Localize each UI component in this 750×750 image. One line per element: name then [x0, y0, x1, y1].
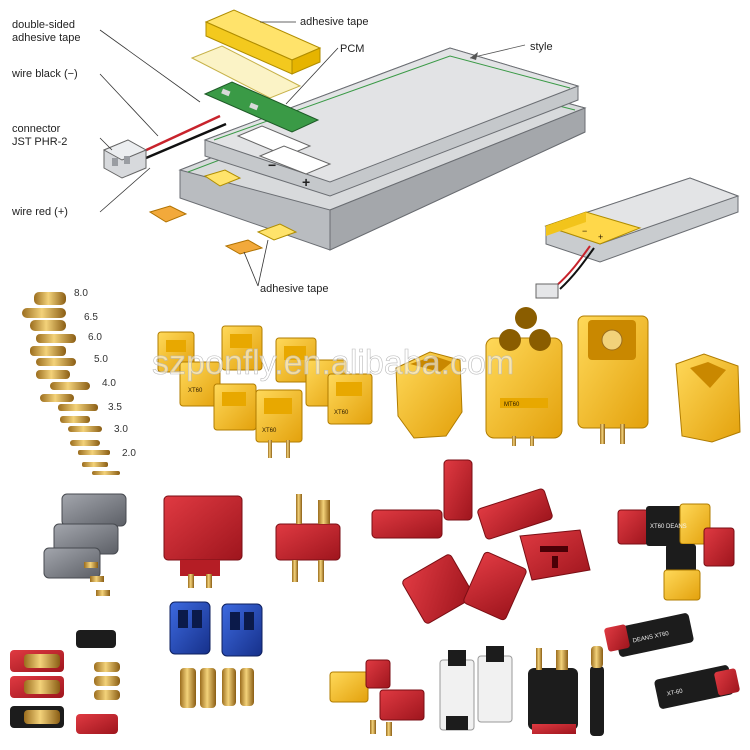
- xt60-connector-3: XT60: [179, 361, 221, 407]
- tab-negative: [236, 125, 312, 157]
- black-deans-adapter: [528, 648, 578, 734]
- xt60-connector-6: XT60: [255, 389, 303, 458]
- wire-black: [145, 122, 227, 160]
- bullet-size-2-0: 2.0: [122, 448, 136, 459]
- bullet-size-5-0: 5.0: [94, 354, 108, 365]
- tape-piece-4: [224, 239, 264, 255]
- pcm-board: [203, 81, 320, 133]
- wire-red: [141, 114, 221, 154]
- xt60-connector-group: XT60 XT60 XT60: [157, 325, 373, 458]
- tape-piece-2: [256, 223, 298, 241]
- tape-piece-3: [148, 205, 188, 223]
- black-deans-xt-adapters: DEANS XT60 XT-60: [604, 613, 740, 709]
- bullet-size-6-0: 6.0: [88, 332, 102, 343]
- label-connector-2: JST PHR-2: [12, 136, 67, 148]
- xt60-mark-2: XT60: [262, 428, 277, 434]
- label-double-sided-2: adhesive tape: [12, 32, 81, 44]
- red-plug-4: [402, 554, 474, 624]
- adapter-deans-xt60-1: XT60 DEANS: [617, 503, 711, 546]
- red-plug-1: [371, 509, 443, 539]
- adapter-group-bottom: DEANS XT60 XT-60: [329, 613, 740, 736]
- bullet-pair-2-0: [82, 462, 120, 475]
- black-sleeve: [76, 630, 116, 648]
- mt60-housing-right: [675, 353, 741, 443]
- xt60-mark-3: XT60: [334, 410, 349, 416]
- red-t-plug-female: [163, 495, 243, 588]
- ec5-pin-3: [222, 668, 236, 706]
- gray-connector-group: [43, 493, 127, 596]
- red-sleeve: [76, 714, 118, 734]
- bullet-size-4-0: 4.0: [102, 378, 116, 389]
- battery-exploded-diagram: − + double-sided adhesive tape wire blac…: [11, 9, 587, 295]
- ec5-pin-2: [200, 668, 216, 708]
- xt60-mark-1: XT60: [188, 388, 203, 394]
- xt90-connector: [577, 315, 649, 444]
- bullet-connector-set: 8.0 6.5 6.0 5.0 4.0 3.5 3.0 2.0: [22, 288, 136, 475]
- red-plug-3: [477, 488, 553, 540]
- plus-mark: +: [302, 174, 310, 190]
- bullet-pair-6-0: [30, 346, 76, 366]
- tape-piece-1: [203, 169, 242, 187]
- label-double-sided-1: double-sided: [12, 19, 75, 31]
- jst-connector: [102, 139, 148, 179]
- ec5-pin-4: [240, 668, 254, 706]
- mt60-housing-left: [395, 351, 463, 439]
- adhesive-tape-top: [204, 9, 322, 75]
- gray-connector-1: [61, 493, 127, 527]
- label-pcm: PCM: [340, 43, 364, 55]
- white-adapter-pair: [439, 646, 513, 731]
- mt60-three-pin-connector: MT60: [485, 307, 563, 446]
- bullet-pair-6-5: [30, 320, 76, 343]
- bullet-size-3-0: 3.0: [114, 424, 128, 435]
- watermark: szponfly.en.alibaba.com: [152, 344, 514, 382]
- bullet-pair-3-5: [60, 416, 102, 432]
- red-connector-group: [163, 459, 591, 624]
- label-wire-black: wire black (−): [11, 68, 78, 80]
- adapter-deans-xt60-2: [663, 527, 735, 601]
- red-plug-2: [443, 459, 473, 521]
- bullet-pair-5-0: [36, 370, 90, 390]
- xt60-connector-8: XT60: [327, 373, 373, 425]
- red-t-plug-face: [519, 529, 591, 581]
- adapter-mark-1: XT60 DEANS: [650, 524, 687, 530]
- gray-connector-3: [43, 547, 101, 579]
- label-connector-1: connector: [12, 123, 61, 135]
- bullet-pair-8-0: [22, 292, 66, 318]
- bullet-pair-4-0: [40, 394, 98, 411]
- red-plug-5: [463, 551, 527, 621]
- double-sided-tape: [190, 45, 302, 99]
- bullet-housing-group: [10, 630, 120, 734]
- black-bullet-adapter: [590, 646, 604, 736]
- label-adhesive-tape-top: adhesive tape: [300, 16, 369, 28]
- bullet-size-6-5: 6.5: [84, 312, 98, 323]
- bullet-size-3-5: 3.5: [108, 402, 122, 413]
- ec5-connector-group: [169, 601, 263, 708]
- xt60-connector-5: [213, 383, 257, 431]
- ec5-pin-1: [180, 668, 196, 708]
- label-wire-red: wire red (+): [11, 206, 68, 218]
- xt60-connector-2: [221, 325, 263, 371]
- adapter-group-top: XT60 DEANS: [617, 503, 735, 601]
- mini-plus-mark: +: [598, 232, 603, 242]
- mt60-mark: MT60: [504, 402, 520, 408]
- label-style: style: [530, 41, 553, 53]
- mt60-connector-group: MT60: [395, 307, 741, 446]
- style-leader-line: [469, 44, 526, 59]
- mini-minus-mark: −: [582, 226, 587, 236]
- mini-jst-plug: [535, 283, 559, 299]
- bullet-size-8-0: 8.0: [74, 288, 88, 299]
- ec5-female: [169, 601, 211, 655]
- minus-mark: −: [268, 157, 276, 173]
- label-adhesive-tape-bottom: adhesive tape: [260, 283, 329, 295]
- xt60-deans-adapter-a: [329, 659, 425, 736]
- finished-lipo-battery: − +: [535, 177, 740, 299]
- tab-positive: [258, 145, 332, 175]
- adapter-mark-3: XT-60: [666, 688, 684, 697]
- red-t-plug-male: [275, 494, 341, 582]
- bullet-pair-3-0: [70, 440, 110, 455]
- ec5-male: [221, 603, 263, 657]
